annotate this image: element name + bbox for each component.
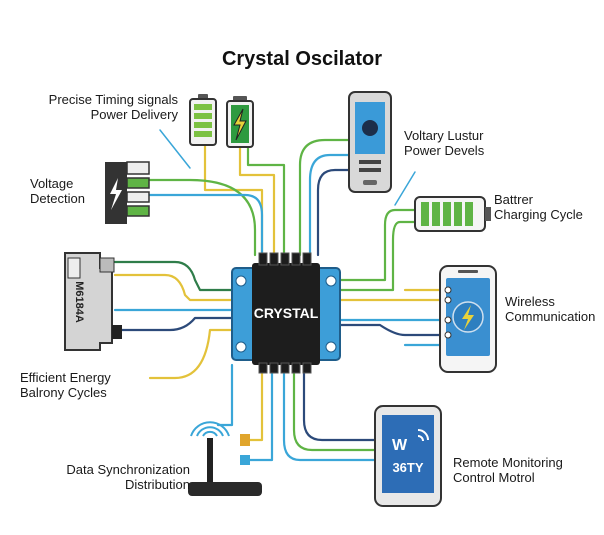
wire-sync-2 xyxy=(248,363,274,462)
wire-bottom-2 xyxy=(292,363,377,452)
router-icon xyxy=(188,421,262,496)
wire-battery-right-1 xyxy=(338,208,417,282)
label-wireless: Wireless Communication xyxy=(505,294,596,324)
battery-vertical-icon xyxy=(189,94,217,146)
wire-battery-right-2 xyxy=(338,220,417,292)
crystal-chip xyxy=(231,252,341,374)
wire-battery-top xyxy=(203,143,264,257)
wire-wireless-4 xyxy=(338,323,442,337)
voltage-module-icon: M6184A xyxy=(64,252,122,351)
wire-sync-1 xyxy=(248,363,264,442)
wire-phone-1 xyxy=(298,138,352,257)
wire-bottom-1 xyxy=(282,363,377,462)
svg-text:W: W xyxy=(392,437,408,454)
wire-timing-pointer xyxy=(159,129,191,169)
wireless-phone-icon xyxy=(439,265,497,373)
label-sync: Data Synchronization Distribution xyxy=(66,462,190,492)
wire-battery-top-2 xyxy=(238,143,276,257)
module-text: M6184A xyxy=(73,281,85,323)
label-battery: Battrer Charging Cycle xyxy=(494,192,583,222)
wire-energy xyxy=(148,328,234,380)
wire-green-top xyxy=(246,143,286,257)
label-voltary: Voltary Lustur Power Devels xyxy=(404,128,485,158)
page-title: Crystal Oscilator xyxy=(221,48,383,70)
battery-bolt-icon xyxy=(226,96,254,148)
label-timing: Precise Timing signals Power Delivery xyxy=(48,92,178,122)
tablet-text: 36TY xyxy=(392,460,423,475)
wire-voltage-1 xyxy=(148,178,257,257)
tablet-icon: W 36TY xyxy=(374,405,442,507)
wire-voltage-2 xyxy=(148,193,264,257)
wire-phone-2 xyxy=(308,153,352,257)
voltage-detector-icon xyxy=(105,161,150,224)
wire-phone-3 xyxy=(316,168,352,257)
phone-top-icon xyxy=(348,91,392,193)
chip-label: CRYSTAL xyxy=(254,305,319,321)
label-voltage: Voltage Detection xyxy=(30,176,85,206)
arrow-voltary xyxy=(394,171,416,206)
wire-module-2 xyxy=(113,273,234,302)
wire-module-3 xyxy=(113,316,234,332)
label-remote: Remote Monitoring Control Motrol xyxy=(453,455,563,485)
battery-horizontal-icon xyxy=(414,196,491,232)
label-energy: Efficient Energy Balrony Cycles xyxy=(20,370,111,400)
wire-bottom-3 xyxy=(302,363,377,442)
wire-module-1 xyxy=(113,260,234,292)
wire-sync-3 xyxy=(216,363,234,427)
